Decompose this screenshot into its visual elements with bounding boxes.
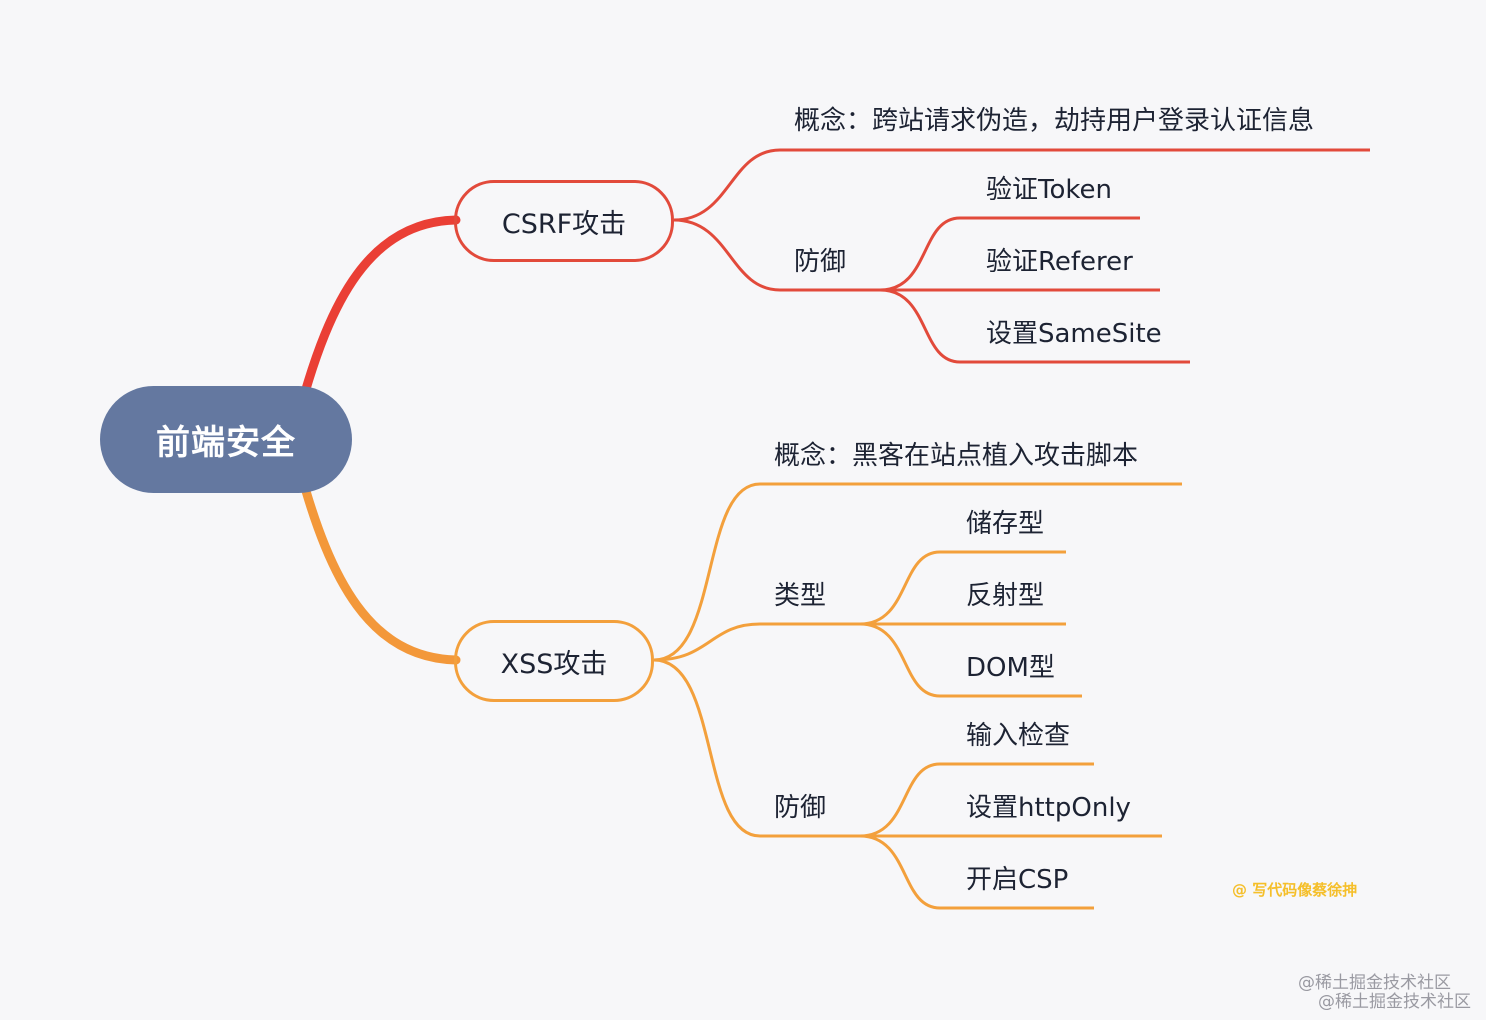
xss-defense-item-httponly[interactable]: 设置httpOnly <box>966 793 1131 823</box>
xss-type-item-stored[interactable]: 储存型 <box>966 509 1045 539</box>
connector-xss-concept <box>653 482 1182 662</box>
xss-type-item-reflected[interactable]: 反射型 <box>966 581 1045 611</box>
xss-type-item-dom[interactable]: DOM型 <box>966 653 1055 683</box>
site-watermark-1: @稀土掘金技术社区 <box>1298 973 1451 993</box>
xss-types-label[interactable]: 类型 <box>774 581 827 611</box>
site-watermark-2: @稀土掘金技术社区 <box>1318 992 1471 1012</box>
csrf-defense-item-token[interactable]: 验证Token <box>986 175 1112 205</box>
xss-node[interactable]: XSS攻击 <box>454 620 654 702</box>
connector-csrf-concept <box>673 148 1370 222</box>
csrf-defense-item-referer[interactable]: 验证Referer <box>986 247 1133 277</box>
xss-concept-label[interactable]: 概念：黑客在站点植入攻击脚本 <box>774 441 1139 471</box>
connector-csrf-token <box>879 216 1140 292</box>
csrf-defense-item-samesite[interactable]: 设置SameSite <box>986 319 1162 349</box>
connector-csrf-defense <box>673 218 880 292</box>
csrf-concept-label[interactable]: 概念：跨站请求伪造，劫持用户登录认证信息 <box>794 106 1315 136</box>
csrf-node[interactable]: CSRF攻击 <box>454 180 674 262</box>
xss-defense-item-csp[interactable]: 开启CSP <box>966 865 1069 895</box>
xss-defense-item-input-check[interactable]: 输入检查 <box>966 721 1071 751</box>
root-node[interactable]: 前端安全 <box>100 386 352 493</box>
connector-xss-defense <box>653 658 860 838</box>
connector-root-csrf <box>295 215 461 415</box>
author-watermark: @ 写代码像蔡徐抻 <box>1232 881 1358 899</box>
connector-xss-stored <box>859 550 1066 626</box>
connector-xss-csp <box>859 834 1094 910</box>
connector-xss-dom <box>859 622 1082 698</box>
xss-defense-label[interactable]: 防御 <box>774 793 827 823</box>
connector-csrf-samesite <box>879 288 1190 364</box>
csrf-defense-label[interactable]: 防御 <box>794 247 847 277</box>
connector-root-xss <box>295 465 461 665</box>
connector-xss-types <box>653 622 860 662</box>
connector-xss-input <box>859 762 1094 838</box>
